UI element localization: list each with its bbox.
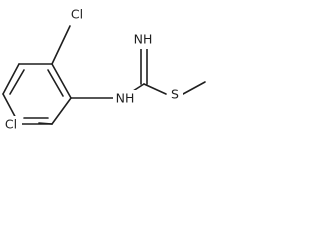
label-mask-cl-top [67,6,86,24]
ring-double-bond-inner-1 [9,69,25,95]
ring-double-bond-inner-3 [47,69,64,97]
chemical-structure-diagram: Cl Cl NH NH S [0,6,206,134]
bond-ring-to-cl-top [51,25,71,65]
bond-carbon-to-sulfur [143,83,167,95]
label-mask-cl-bottom [0,116,22,134]
benzene-ring [2,63,72,125]
sulfur-label: S [171,87,179,102]
chlorine-label-bottom: Cl [5,117,17,132]
ring-bond-c3-c4 [2,63,20,95]
label-mask-amine [113,90,137,108]
bond-sulfur-to-methyl [182,81,206,95]
amine-label: NH [116,91,135,106]
chlorine-label-top: Cl [71,7,83,22]
imine-label: NH [134,32,153,47]
ring-bond-c6-c1 [51,97,72,125]
label-mask-sulfur [168,86,183,104]
bond-ring-to-cl-bottom [38,122,53,125]
label-mask-imine [131,31,155,49]
bond-amine-to-carbon [132,83,145,92]
ring-bond-c1-c2 [51,63,72,99]
